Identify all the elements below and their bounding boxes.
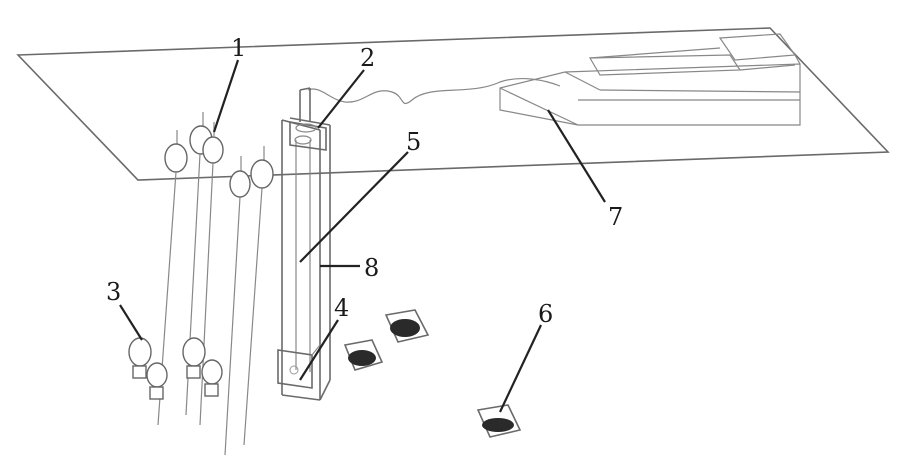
leader-5 xyxy=(300,152,408,262)
leader-1 xyxy=(214,60,238,132)
label-1: 1 xyxy=(231,34,246,62)
plane-surface xyxy=(18,28,888,180)
floor-devices xyxy=(345,310,520,437)
label-8: 8 xyxy=(364,254,379,282)
leader-6 xyxy=(500,325,541,412)
leader-2 xyxy=(318,70,364,128)
lower-bulbs xyxy=(129,338,222,399)
vertical-tube-frame xyxy=(278,88,330,400)
label-6: 6 xyxy=(538,300,553,328)
leader-4 xyxy=(300,320,338,380)
label-4: 4 xyxy=(334,294,349,322)
label-2: 2 xyxy=(360,44,375,72)
leader-3 xyxy=(120,305,142,340)
label-3: 3 xyxy=(106,278,121,306)
label-5: 5 xyxy=(406,128,421,156)
pendant-lamps xyxy=(158,112,273,455)
label-7: 7 xyxy=(608,203,623,231)
trough-assembly xyxy=(500,34,800,125)
